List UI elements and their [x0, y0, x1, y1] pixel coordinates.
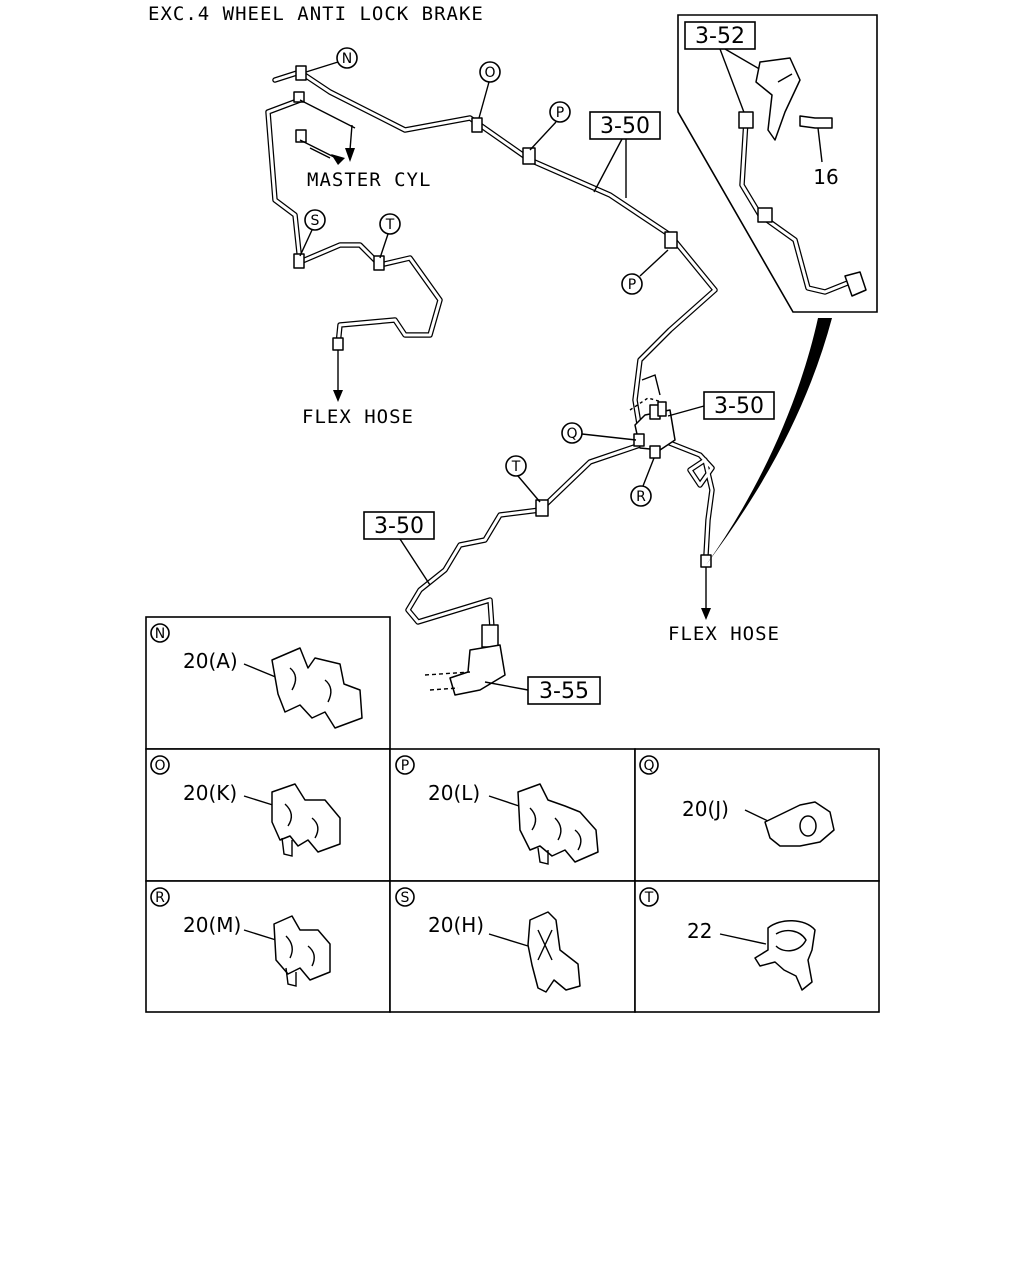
clip-p-top [522, 147, 536, 165]
panel-t-letter: T [644, 890, 654, 906]
clip-r [649, 445, 661, 459]
ref-3-50-upper: 3-50 [589, 111, 661, 198]
callout-t-top: T [385, 217, 395, 233]
proportioning-valve [629, 374, 676, 451]
panel-p-letter: P [401, 758, 409, 774]
panel-t-part: 22 [687, 919, 712, 943]
panel-p-part: 20(L) [428, 781, 480, 805]
panel-s-part: 20(H) [428, 913, 484, 937]
panel-o-part: 20(K) [183, 781, 237, 805]
clip-20m-icon [273, 915, 331, 981]
clip-20k-icon [271, 783, 341, 853]
callout-t-mid: T [511, 459, 521, 475]
left-flex-hose-label: FLEX HOSE [302, 406, 414, 428]
clip-t-top [373, 255, 385, 271]
clip-n [295, 65, 307, 81]
clip-20a-icon [271, 647, 363, 729]
detail-panels [145, 616, 880, 1013]
panel-r-part: 20(M) [183, 913, 241, 937]
ref-3-50-valve-label: 3-50 [714, 394, 764, 419]
callout-n: N [342, 51, 352, 67]
ref-3-50-lower: 3-50 [363, 511, 435, 586]
panel-t: T 22 [639, 887, 816, 991]
diagram-title: EXC.4 WHEEL ANTI LOCK BRAKE [148, 3, 484, 25]
left-flex-hose-arrow [332, 337, 344, 402]
callout-r: R [636, 489, 646, 505]
panel-r-letter: R [155, 890, 165, 906]
rear-bracket [424, 624, 506, 696]
left-front-pipe [265, 97, 443, 348]
part-16-label: 16 [813, 165, 838, 189]
panel-n: N 20(A) [150, 623, 363, 729]
clip-20h-icon [527, 911, 581, 993]
panel-s-letter: S [401, 890, 410, 906]
panel-q-letter: Q [643, 758, 654, 774]
panel-q-part: 20(J) [682, 797, 729, 821]
clip-20l-icon [517, 783, 599, 863]
ref-3-55: 3-55 [484, 676, 601, 705]
callouts: N O P P S T T Q R [299, 47, 669, 507]
clip-p-mid [664, 231, 678, 249]
inset-connector-arc [706, 318, 832, 565]
right-front-pipe [659, 437, 715, 558]
panel-p: P 20(L) [395, 755, 599, 865]
callout-p-mid: P [628, 277, 636, 293]
ref-3-50-lower-label: 3-50 [374, 514, 424, 539]
master-cyl-label: MASTER CYL [307, 169, 431, 191]
callout-s: S [311, 213, 320, 229]
right-flex-hose-arrow [700, 554, 712, 620]
callout-o: O [484, 65, 495, 81]
callout-q: Q [566, 426, 577, 442]
clip-22-icon [754, 920, 816, 991]
hose-detail-inset: 3-52 16 [677, 14, 878, 313]
master-cyl-arrows [309, 124, 355, 165]
panel-o-letter: O [154, 758, 165, 774]
panel-n-part: 20(A) [183, 649, 238, 673]
clip-s [293, 253, 305, 269]
ref-3-50-valve: 3-50 [667, 391, 775, 420]
panel-n-letter: N [155, 626, 165, 642]
panel-o: O 20(K) [150, 755, 341, 857]
clip-o [471, 117, 483, 133]
callout-p-top: P [556, 105, 564, 121]
right-flex-hose-label: FLEX HOSE [668, 623, 780, 645]
ref-3-55-label: 3-55 [539, 679, 589, 704]
panel-q: Q 20(J) [639, 755, 835, 847]
ref-3-52-label: 3-52 [695, 24, 745, 49]
ref-3-50-upper-label: 3-50 [600, 114, 650, 139]
pipe-clips [293, 65, 678, 517]
panel-r: R 20(M) [150, 887, 331, 987]
clip-t-mid [535, 499, 549, 517]
panel-s: S 20(H) [395, 887, 581, 993]
